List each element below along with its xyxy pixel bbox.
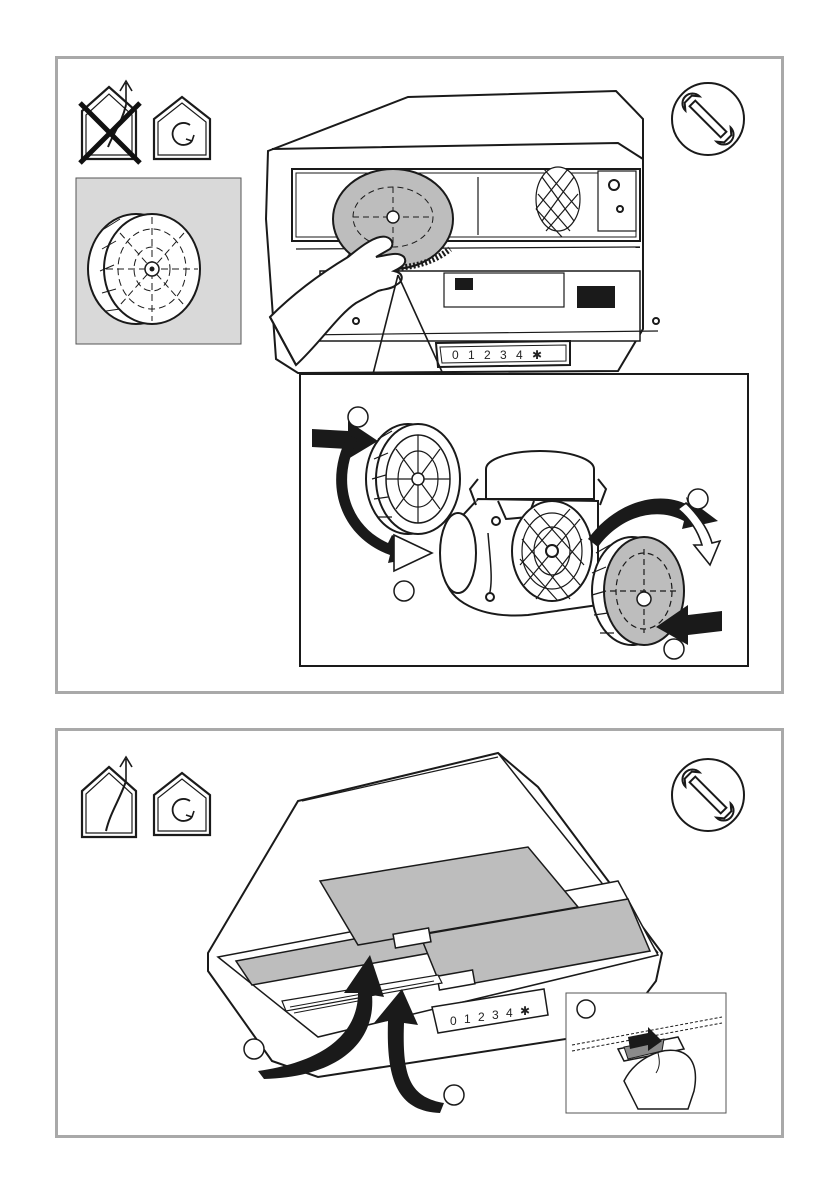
step-circle xyxy=(688,489,708,509)
control-button-label: 0 xyxy=(450,1014,457,1028)
control-button-label: 1 xyxy=(468,348,475,362)
top-panel-carbon-filter-install: 0 1 2 3 4 ✱ xyxy=(55,56,784,694)
control-button-label: 2 xyxy=(478,1010,485,1024)
latch-detail-inset xyxy=(566,993,726,1113)
control-button-label: 2 xyxy=(484,348,491,362)
wrench-icon xyxy=(672,759,744,831)
step-circle xyxy=(444,1085,464,1105)
control-button-label: 3 xyxy=(500,348,507,362)
left-carbon-filter xyxy=(366,424,460,534)
control-button-label: 4 xyxy=(506,1006,513,1020)
top-panel-illustration: 0 1 2 3 4 ✱ xyxy=(58,59,781,691)
zoom-detail-box xyxy=(300,374,748,666)
no-ducted-exhaust-icon xyxy=(80,81,140,163)
control-button-label: 0 xyxy=(452,348,459,362)
control-button-label: ✱ xyxy=(520,1004,530,1018)
step-circle xyxy=(577,1000,595,1018)
control-button-label: 1 xyxy=(464,1012,471,1026)
step-circle xyxy=(664,639,684,659)
bottom-panel-illustration: 0 1 2 3 4 ✱ xyxy=(58,731,781,1135)
recirculation-mode-icon xyxy=(154,97,210,159)
control-button-label: 4 xyxy=(516,348,523,362)
step-circle xyxy=(348,407,368,427)
wrench-icon xyxy=(672,83,744,155)
step-circle xyxy=(394,581,414,601)
control-button-label: ✱ xyxy=(532,348,542,362)
bottom-panel-grease-filter-install: 0 1 2 3 4 ✱ xyxy=(55,728,784,1138)
step-circle xyxy=(244,1039,264,1059)
recirculation-mode-icon xyxy=(154,773,210,835)
carbon-filter-inset xyxy=(76,178,241,344)
ducted-exhaust-icon xyxy=(82,757,136,837)
control-button-label: 3 xyxy=(492,1008,499,1022)
